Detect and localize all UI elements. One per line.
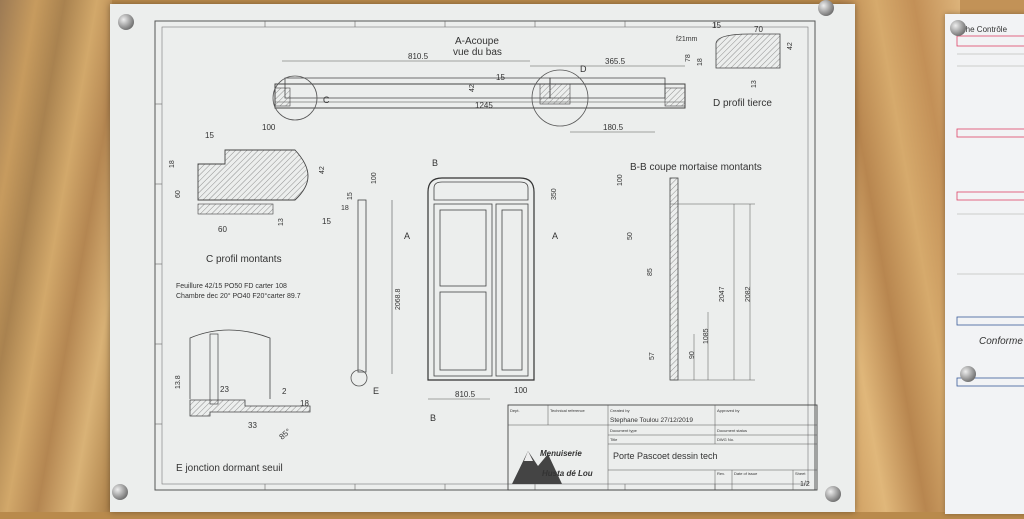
tb-dwg-no: DWG No. bbox=[717, 437, 734, 442]
tb-created-by-label: Created by bbox=[610, 408, 630, 413]
dim-front-100: 100 bbox=[514, 386, 528, 395]
dim-d-21: f21mm bbox=[676, 36, 698, 43]
d-title: D profil tierce bbox=[713, 98, 772, 109]
dim-e-23: 23 bbox=[220, 385, 229, 394]
e-title: E jonction dormant seuil bbox=[176, 463, 283, 474]
dim-a-180: 180.5 bbox=[603, 123, 624, 132]
dim-d-13: 13 bbox=[751, 80, 758, 88]
tb-dept: Dept. bbox=[510, 408, 520, 413]
osb-wall-left bbox=[0, 0, 112, 512]
tb-sheet: 1/2 bbox=[800, 481, 810, 488]
dim-a-1245: 1245 bbox=[475, 101, 493, 110]
dim-c-15b: 15 bbox=[322, 217, 331, 226]
note-handwriting: Conforme bbox=[979, 336, 1023, 347]
thumbtack-pin bbox=[818, 0, 834, 16]
note-line-1: Feuillure 42/15 PO50 FD carter 108 bbox=[176, 283, 287, 290]
view-c-profile: 100 15 42 18 60 60 13 15 C profil montan… bbox=[169, 123, 331, 265]
tb-approved-by: Approved by bbox=[717, 408, 739, 413]
dim-a-365: 365.5 bbox=[605, 57, 626, 66]
label-a-left: A bbox=[404, 231, 410, 241]
dim-d-42: 42 bbox=[787, 42, 794, 50]
dim-side-15: 15 bbox=[347, 192, 354, 200]
note-line-2: Chambre dec 20° PO40 F20°carter 89.7 bbox=[176, 292, 301, 300]
dim-bb-57: 57 bbox=[649, 352, 656, 360]
tb-sheet-label: Sheet bbox=[795, 471, 806, 476]
dim-e-18: 18 bbox=[300, 399, 309, 408]
a-title: A-Acoupe bbox=[455, 36, 499, 47]
tb-rev: Rev. bbox=[717, 471, 725, 476]
dim-front-350: 350 bbox=[551, 188, 558, 200]
dim-c-60-vert: 60 bbox=[175, 190, 182, 198]
dim-bb-2047: 2047 bbox=[719, 286, 726, 302]
dim-e-2: 2 bbox=[282, 387, 287, 396]
dim-c-100: 100 bbox=[262, 123, 276, 132]
thumbtack-pin bbox=[950, 20, 966, 36]
technical-drawing-sheet: A-Acoupe vue du bas 810.5 365.5 C D 15 4… bbox=[110, 4, 855, 512]
view-d-profile: f21mm 15 70 78 18 42 13 D profil tierce bbox=[676, 21, 794, 109]
dim-e-33: 33 bbox=[248, 421, 257, 430]
dim-bb-1085: 1085 bbox=[703, 328, 710, 344]
tb-date-of-issue: Date of issue bbox=[734, 471, 758, 476]
dim-a-810: 810.5 bbox=[408, 52, 429, 61]
dim-d-15: 15 bbox=[712, 21, 721, 30]
dim-side-100: 100 bbox=[371, 172, 378, 184]
title-block: Dept. Technical reference Created by Ste… bbox=[507, 404, 818, 491]
view-side-section: 15 100 18 2068.8 E bbox=[341, 172, 402, 396]
bb-title: B-B coupe mortaise montants bbox=[630, 162, 762, 173]
dim-d-78: 78 bbox=[685, 54, 692, 62]
dim-d-70: 70 bbox=[754, 25, 763, 34]
dim-side-18: 18 bbox=[341, 205, 349, 212]
dim-front-2068: 2068.8 bbox=[395, 288, 402, 310]
dim-d-18: 18 bbox=[697, 58, 704, 66]
thumbtack-pin bbox=[118, 14, 134, 30]
thumbtack-pin bbox=[825, 486, 841, 502]
marker-e: E bbox=[373, 386, 379, 396]
tb-created-by: Stephane Toulou 27/12/2019 bbox=[610, 417, 693, 424]
dim-c-42: 42 bbox=[319, 166, 326, 174]
thumbtack-pin bbox=[112, 484, 128, 500]
osb-wall-middle bbox=[840, 0, 960, 512]
logo-bottom: Husta dé Lou bbox=[542, 469, 593, 478]
dim-c-15a: 15 bbox=[205, 131, 214, 140]
a-subtitle: vue du bas bbox=[453, 47, 502, 58]
tb-title: Porte Pascoet dessin tech bbox=[613, 451, 718, 461]
dim-c-60: 60 bbox=[218, 225, 227, 234]
drawing-canvas: A-Acoupe vue du bas 810.5 365.5 C D 15 4… bbox=[154, 20, 818, 491]
marker-c: C bbox=[323, 95, 330, 105]
thumbtack-pin bbox=[960, 366, 976, 382]
c-title: C profil montants bbox=[206, 254, 282, 265]
dim-e-13: 13.8 bbox=[175, 375, 182, 389]
tb-technical-reference: Technical reference bbox=[550, 408, 585, 413]
tb-title-label: Title bbox=[610, 437, 618, 442]
label-b-bottom: B bbox=[430, 413, 436, 423]
marker-d: D bbox=[580, 64, 587, 74]
dim-bb-85: 85 bbox=[647, 268, 654, 276]
logo-top: Menuiserie bbox=[540, 449, 582, 458]
view-a-section: A-Acoupe vue du bas 810.5 365.5 C D 15 4… bbox=[272, 36, 686, 133]
label-b-top: B bbox=[432, 158, 438, 168]
dim-bb-100: 100 bbox=[617, 174, 624, 186]
view-front-door: B 350 A A 810.5 100 B bbox=[404, 158, 558, 423]
tb-document-status: Document status bbox=[717, 428, 747, 433]
dim-bb-50: 50 bbox=[627, 232, 634, 240]
label-a-right: A bbox=[552, 231, 558, 241]
dim-bb-2082: 2082 bbox=[745, 286, 752, 302]
dim-c-13: 13 bbox=[278, 218, 285, 226]
dim-c-18: 18 bbox=[169, 160, 176, 168]
company-logo: Menuiserie Husta dé Lou bbox=[512, 449, 593, 484]
dim-bb-90: 90 bbox=[689, 351, 696, 359]
dim-a-15: 15 bbox=[496, 73, 505, 82]
note-header: Fiche Contrôle bbox=[955, 25, 1008, 34]
pinned-note-card: Fiche Contrôle Conforme bbox=[945, 14, 1024, 514]
dim-front-810: 810.5 bbox=[455, 390, 476, 399]
view-e-junction: 13.8 23 2 18 33 85° E jonction dormant s… bbox=[175, 329, 311, 474]
dim-a-42: 42 bbox=[469, 84, 476, 92]
tb-document-type: Document type bbox=[610, 428, 638, 433]
view-bb-section: B-B coupe mortaise montants 100 50 85 57… bbox=[617, 162, 762, 381]
dim-e-85: 85° bbox=[278, 427, 293, 442]
